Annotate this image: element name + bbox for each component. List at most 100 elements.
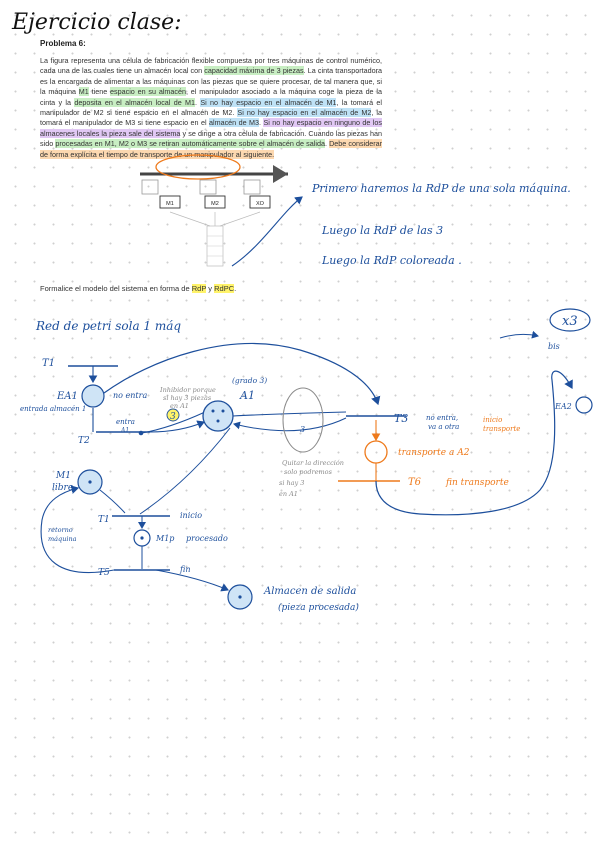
transport-start-2: transporte xyxy=(483,425,520,433)
ea1-to-t3-loop xyxy=(103,343,381,406)
t3-note-2: va a otra xyxy=(428,423,459,431)
machine-label-2: M2 xyxy=(211,201,219,207)
inhibitor-note-1: Inhibidor porque xyxy=(159,386,216,394)
statement-segment: . xyxy=(195,97,201,107)
note-step-3: Luego la RdP coloreada . xyxy=(321,254,462,267)
a1-token-1 xyxy=(211,409,215,413)
statement-segment: M1 xyxy=(78,87,89,97)
gray-note-4: en A1 xyxy=(279,490,298,498)
a1-label: A1 xyxy=(239,389,255,402)
t2-to-a1 xyxy=(149,420,206,433)
procesado-label: procesado xyxy=(186,534,228,543)
ea1-place xyxy=(81,384,105,408)
statement-segment: capacidad máxima de 3 piezas xyxy=(204,66,304,76)
a1-to-tt1 xyxy=(139,427,231,515)
transport-ellipse xyxy=(155,154,241,180)
note-step-1: Primero haremos la RdP de una sola máqui… xyxy=(311,182,571,195)
statement-segment: , la tomará el manipulador de M2 si tien… xyxy=(40,97,382,118)
gray-note-1: Quitar la dirección xyxy=(282,459,344,467)
inhibitor-note-2: si hay 3 piezas xyxy=(163,394,212,402)
m1-libre-token xyxy=(88,480,92,484)
retorno-label-2: máquina xyxy=(48,535,77,543)
statement-segment: Si no hay espacio en el almacén de M1 xyxy=(200,97,337,107)
output-lines xyxy=(169,211,261,227)
m1-libre-label-1: M1 xyxy=(55,471,71,481)
a1-note: (grado 3) xyxy=(232,376,267,385)
statement-segment: , la tomará el manipulador de M3 si tien… xyxy=(40,108,382,128)
a1-place xyxy=(202,400,234,432)
arc-weight-3: 3 xyxy=(170,412,176,422)
handler-1 xyxy=(141,179,159,195)
arc-weight-circle xyxy=(166,408,180,422)
machine-box-1 xyxy=(159,195,181,209)
m1p-label: M1p xyxy=(155,534,174,543)
machine-label-3: XO xyxy=(256,201,265,207)
inhibitor-note-3: en A1 xyxy=(170,402,189,410)
statement-segment: Si no hay espacio en el almacén de M2 xyxy=(237,108,372,118)
gray-note-2: solo podremos xyxy=(284,468,333,476)
output-store-shelves xyxy=(207,235,223,257)
formalize-end: . xyxy=(234,284,237,293)
almacen-token xyxy=(238,595,242,599)
m1-libre-label-2: libre xyxy=(52,483,73,493)
inicio-label: inicio xyxy=(180,511,202,520)
machine-label-1: M1 xyxy=(166,201,174,207)
a1-inhibitor-arc xyxy=(141,411,206,434)
t6-label: T6 xyxy=(408,477,422,488)
ea2-place xyxy=(575,396,593,414)
x3-note: x3 xyxy=(562,314,578,329)
machine-box-3 xyxy=(249,195,271,209)
a1-token-2 xyxy=(221,409,225,413)
t5-label: T5 xyxy=(98,568,110,578)
net-heading: Red de petri sola 1 máq xyxy=(35,319,181,333)
almacen-sub: (pieza procesada) xyxy=(278,602,359,613)
retorno-label-1: retorno xyxy=(48,526,73,534)
page-title: Ejercicio clase: xyxy=(12,10,182,35)
formalize-instruction: Formalice el modelo del sistema en forma… xyxy=(40,284,236,293)
fin-label: fin xyxy=(179,565,191,574)
statement-segment: espacio en su almacén xyxy=(110,87,186,97)
formalize-rdpc: RdPC xyxy=(214,284,235,293)
problem-label: Problema 6: xyxy=(40,39,86,48)
fin-transporte-label: fin transporte xyxy=(445,478,509,488)
t6-to-ea2 xyxy=(375,370,573,516)
retorno-arc xyxy=(40,485,115,574)
handler-2 xyxy=(199,179,217,195)
t1-label: T1 xyxy=(42,358,55,369)
almacen-label: Almacen de salida xyxy=(263,586,356,597)
x3-sub: bis xyxy=(548,342,560,351)
note-step-2: Luego la RdP de las 3 xyxy=(321,224,443,237)
a1-to-t3 xyxy=(232,411,347,417)
formalize-and: y xyxy=(206,284,215,293)
handler-3 xyxy=(243,179,261,195)
machine-box-2 xyxy=(204,195,226,209)
cell-figure: M1 M2 XO xyxy=(140,154,288,267)
ea2-label: EA2 xyxy=(554,402,572,411)
formalize-rdp: RdP xyxy=(191,284,207,293)
transport-place xyxy=(364,440,388,464)
statement-segment: . La cinta transportadora es la encargad… xyxy=(40,66,383,97)
x3-arrow xyxy=(499,330,539,339)
gray-note-3: si hay 3 xyxy=(279,479,304,487)
formalize-text: Formalice el modelo del sistema en forma… xyxy=(40,284,192,293)
statement-segment: tiene xyxy=(88,87,111,97)
statement-segment: procesadas en M1, M2 o M3 se retiran aut… xyxy=(55,139,325,149)
a1-token-3 xyxy=(216,419,220,423)
no-entra-label: no entra xyxy=(113,391,147,400)
t3-label: T3 xyxy=(394,412,408,425)
m1-libre-to-tt1 xyxy=(99,489,126,514)
statement-segment: deposita en el almacén local de M1 xyxy=(74,97,196,107)
t5-to-almacen xyxy=(155,569,230,592)
transport-start-1: inicio xyxy=(483,416,502,424)
notes-arrow xyxy=(231,196,303,267)
ea1-label: EA1 xyxy=(56,391,78,402)
statement-segment: . xyxy=(259,118,264,128)
transport-label: transporte a A2 xyxy=(398,448,470,458)
t3-note-1: no entra, xyxy=(426,414,458,422)
tt1-label: T1 xyxy=(98,515,110,525)
inhibitor-dot xyxy=(138,430,144,436)
gray-ellipse xyxy=(282,387,324,453)
statement-segment: almacén de M3 xyxy=(209,118,260,128)
statement-segment: y se dirige a otra célula de fabricación… xyxy=(40,128,382,149)
